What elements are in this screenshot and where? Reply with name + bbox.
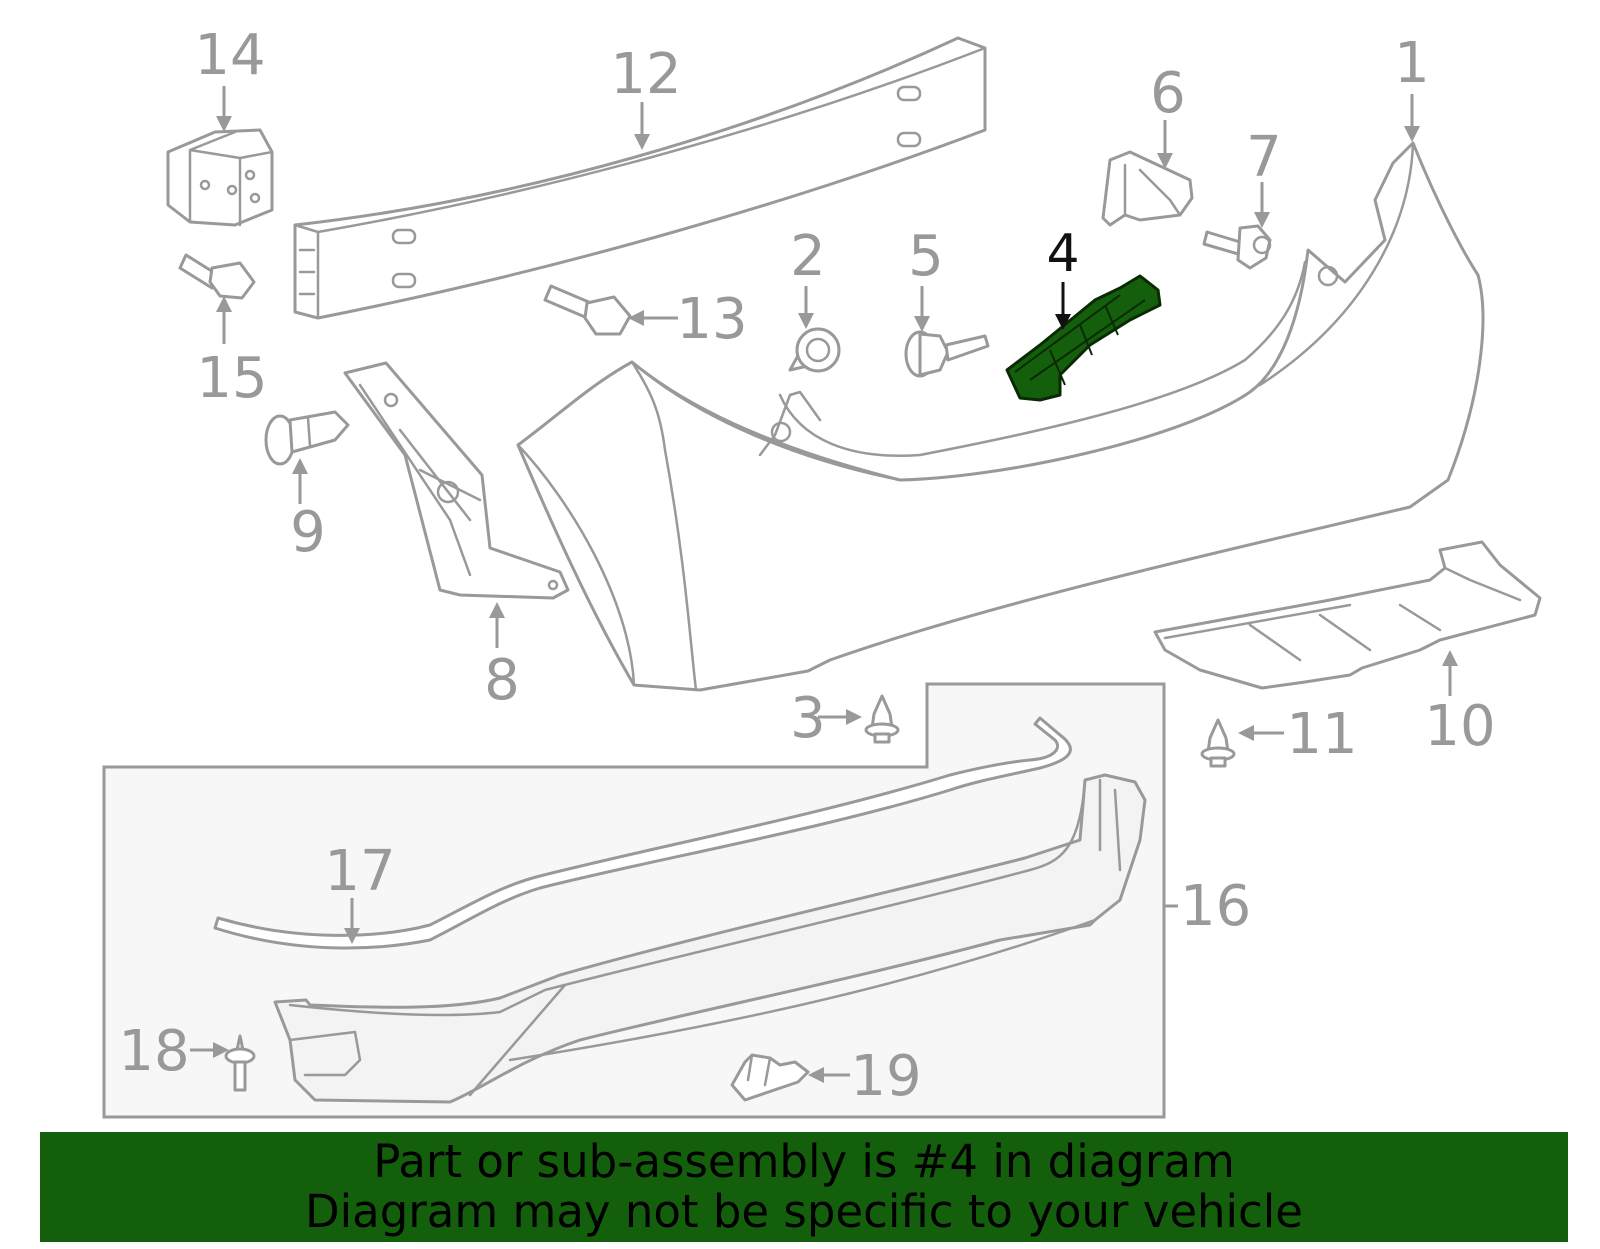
- callout-14: 14: [194, 23, 265, 88]
- part-17-molding: [213, 716, 1072, 950]
- part-5-screw: [904, 330, 990, 378]
- part-14-bracket: [166, 128, 274, 227]
- part-16-lower-bumper: [273, 773, 1147, 1104]
- part-7-bolt: [1202, 224, 1272, 270]
- callout-4: 4: [1046, 224, 1079, 284]
- part-1-bumper-cover: [516, 141, 1485, 692]
- leader-lines: [190, 86, 1458, 1083]
- callout-6: 6: [1150, 61, 1186, 126]
- banner-line-2: Diagram may not be specific to your vehi…: [305, 1185, 1303, 1238]
- info-banner: Part or sub-assembly is #4 in diagram Di…: [40, 1132, 1568, 1242]
- callout-17: 17: [324, 839, 395, 904]
- callout-3: 3: [790, 686, 826, 751]
- callout-9: 9: [290, 500, 326, 565]
- callout-5: 5: [908, 224, 944, 289]
- part-11-push-clip: [1200, 718, 1236, 768]
- part-18-pin: [224, 1034, 256, 1092]
- callout-10: 10: [1424, 694, 1495, 759]
- part-2-clip-nut: [788, 327, 841, 373]
- callout-8: 8: [484, 648, 520, 713]
- banner-line-1: Part or sub-assembly is #4 in diagram: [373, 1135, 1235, 1188]
- part-10-undercover: [1153, 540, 1542, 690]
- part-6-bracket: [1101, 150, 1194, 227]
- part-19-bracket: [730, 1053, 810, 1102]
- callout-13: 13: [676, 287, 747, 352]
- part-8-side-bracket: [343, 361, 570, 600]
- callout-16: 16: [1180, 874, 1251, 939]
- callout-19: 19: [850, 1044, 921, 1109]
- callout-7: 7: [1246, 125, 1282, 190]
- callout-2: 2: [790, 224, 826, 289]
- part-13-bolt: [543, 284, 632, 336]
- part-15-bolt: [178, 253, 256, 300]
- part-4-bumper-bracket: [1005, 274, 1162, 402]
- callout-11: 11: [1286, 702, 1357, 767]
- callout-labels: 14 12 1 6 7 2 5 4 13 15 9 8 3 11 10 17 1…: [118, 23, 1495, 1109]
- part-12-reinforcement-beam: [293, 36, 987, 320]
- callout-15: 15: [196, 346, 267, 411]
- part-3-push-clip: [864, 694, 900, 744]
- callout-1: 1: [1394, 31, 1430, 96]
- callout-12: 12: [610, 42, 681, 107]
- callout-18: 18: [118, 1019, 189, 1084]
- part-9-push-clip: [264, 410, 350, 466]
